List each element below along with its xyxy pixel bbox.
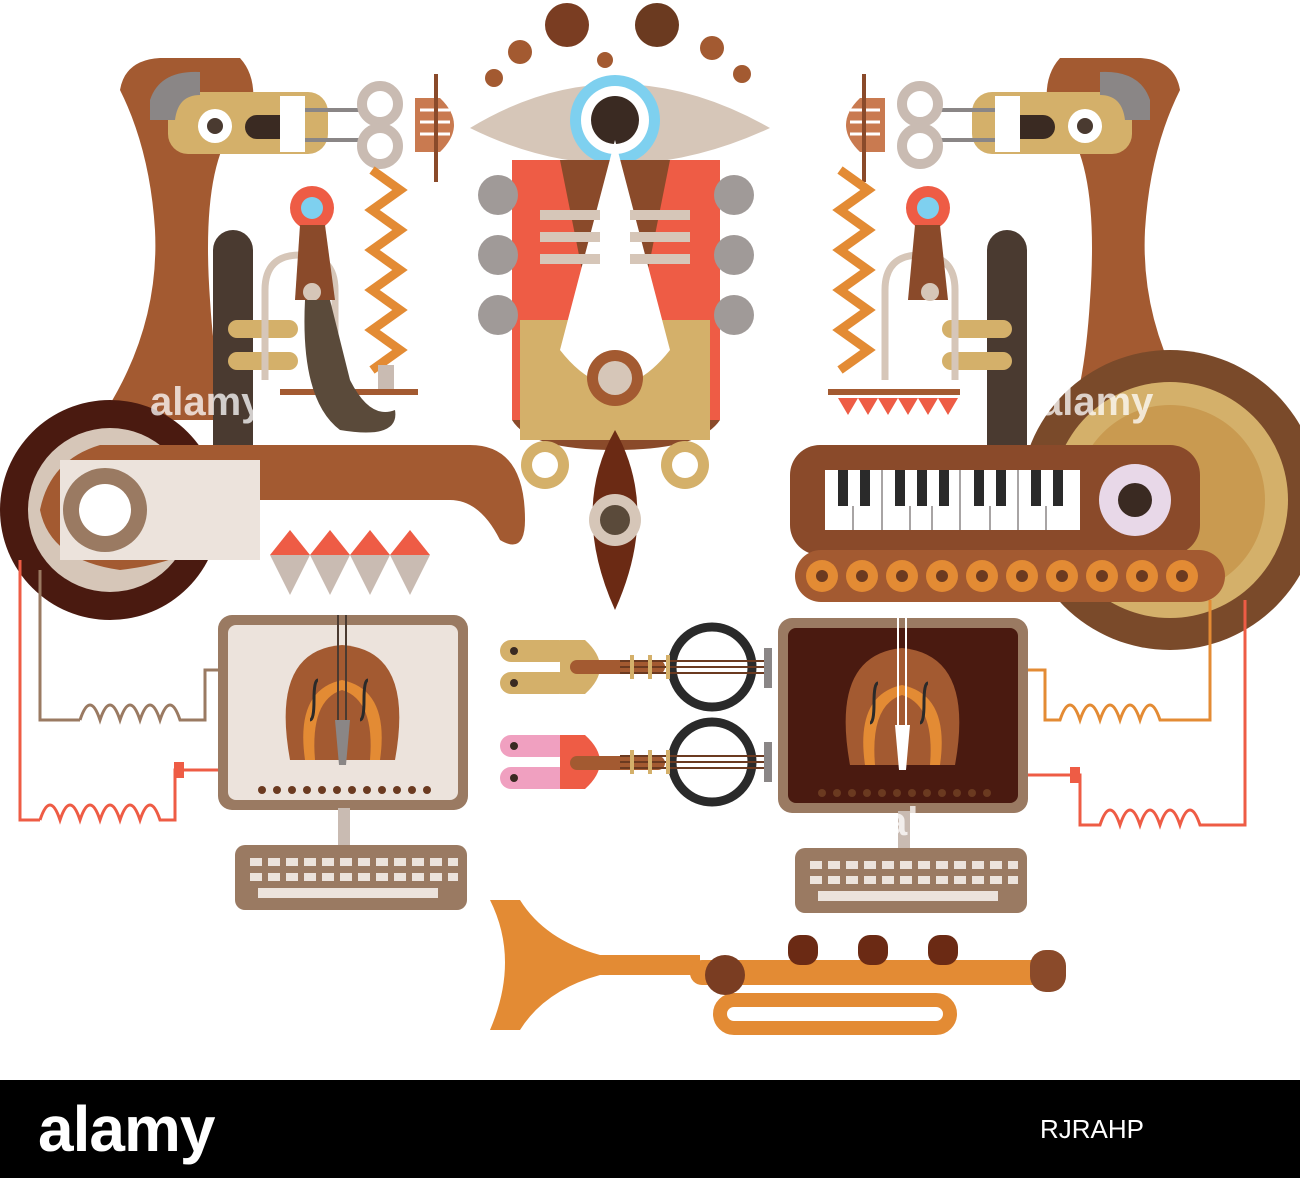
central-mask: [512, 140, 720, 610]
left-keyboard-keys: [250, 858, 458, 898]
right-screen-dots: [818, 789, 991, 797]
center-plugs: [500, 622, 772, 807]
right-keyboard-keys: [810, 861, 1018, 901]
watermark-left: alamy: [150, 380, 264, 424]
music-factory-illustration: [0, 3, 1300, 1035]
piano-machine: [790, 445, 1225, 602]
footer-bar: alamy RJRAHP: [0, 1080, 1300, 1178]
watermark-right: alamy: [1040, 380, 1154, 424]
right-computer: [778, 618, 1028, 913]
piano-key-lines: [852, 470, 1047, 530]
watermark-center: alamy: [885, 800, 999, 844]
piano-keys: [838, 470, 1063, 506]
top-beads: [485, 3, 751, 87]
cable-plugs: [174, 762, 1080, 783]
conveyor-rollers: [806, 560, 1198, 592]
gray-bumps: [478, 175, 754, 335]
left-spring: [261, 166, 418, 482]
cables: [18, 560, 1247, 830]
right-spring: [828, 166, 960, 415]
brand-logo-text[interactable]: alamy: [38, 1093, 215, 1165]
left-screen-dots: [258, 786, 431, 794]
left-computer: [218, 615, 468, 910]
trumpet: [490, 900, 1066, 1035]
left-wheel: [0, 400, 525, 620]
left-diamonds: [270, 530, 430, 595]
central-eye: [470, 75, 770, 165]
image-id: RJRAHP: [1040, 1114, 1145, 1144]
right-arm: [846, 58, 1200, 485]
